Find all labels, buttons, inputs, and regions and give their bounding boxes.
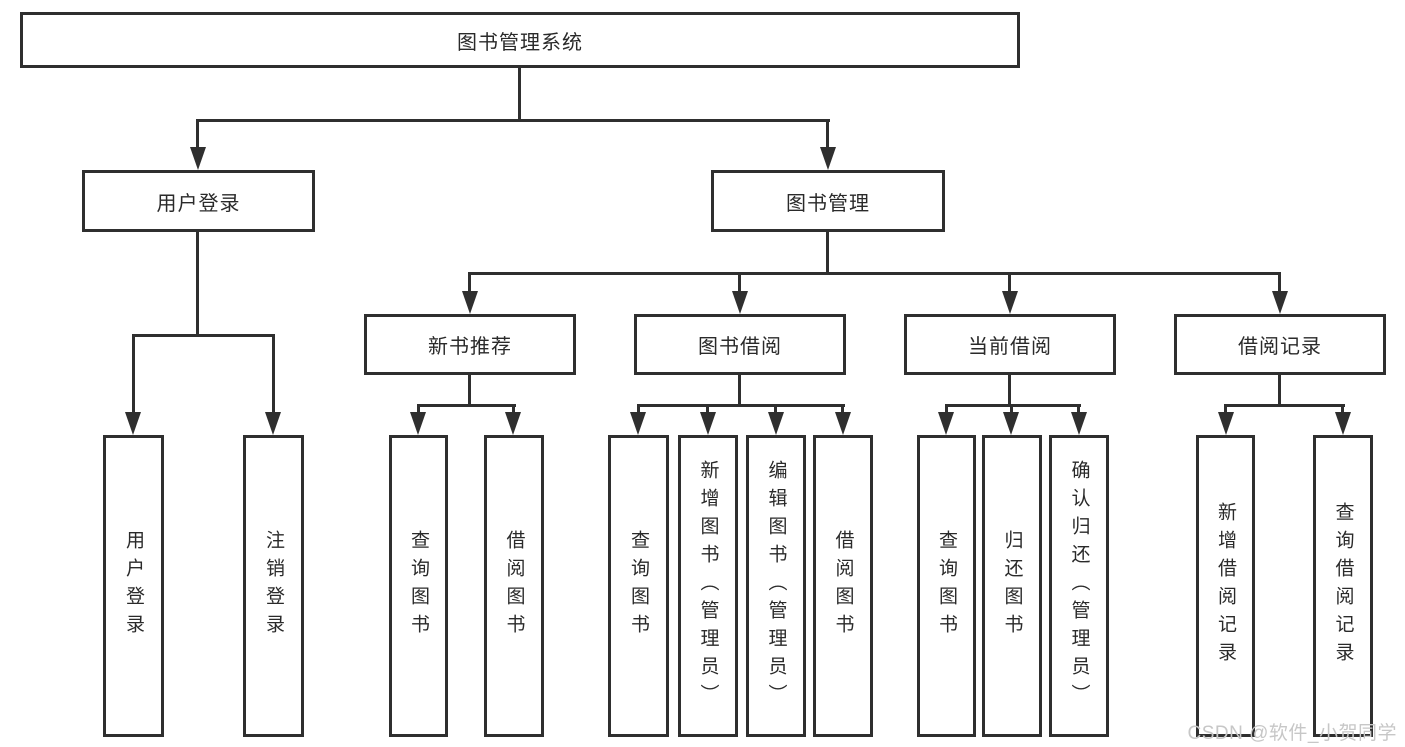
connector-line <box>637 404 640 414</box>
leaf-edit-book-admin: 编辑图书（管理员） <box>746 435 806 737</box>
connector-line <box>468 375 471 407</box>
connector-line <box>706 404 709 414</box>
node-user-login: 用户登录 <box>82 170 315 232</box>
connector-line <box>272 334 275 414</box>
connector-line <box>841 404 844 414</box>
arrow-down-icon <box>768 412 784 435</box>
node-new-book-recommend-label: 新书推荐 <box>428 336 512 358</box>
node-book-borrow-label: 图书借阅 <box>698 336 782 358</box>
leaf-query-books-3: 查询图书 <box>917 435 976 737</box>
node-user-login-label: 用户登录 <box>156 192 241 215</box>
arrow-down-icon <box>732 291 748 314</box>
arrow-down-icon <box>265 412 281 435</box>
connector-line <box>945 404 948 414</box>
connector-line <box>132 334 135 414</box>
leaf-borrow-books-1-label: 借阅图书 <box>503 530 525 642</box>
leaf-user-login-label: 用户登录 <box>123 530 144 642</box>
leaf-query-books-2: 查询图书 <box>608 435 669 737</box>
connector-line <box>518 68 521 122</box>
connector-line <box>826 232 829 274</box>
node-borrow-records-label: 借阅记录 <box>1238 336 1322 358</box>
leaf-add-borrow-record-label: 新增借阅记录 <box>1215 502 1236 670</box>
connector-line <box>945 404 1081 407</box>
connector-line <box>738 375 741 407</box>
arrow-down-icon <box>1218 412 1234 435</box>
arrow-down-icon <box>1071 412 1087 435</box>
connector-line <box>132 334 275 337</box>
connector-line <box>417 404 516 407</box>
node-book-management: 图书管理 <box>711 170 945 232</box>
leaf-edit-book-admin-label: 编辑图书（管理员） <box>765 460 787 712</box>
arrow-down-icon <box>820 147 836 170</box>
node-root-label: 图书管理系统 <box>457 31 583 54</box>
connector-line <box>637 404 845 407</box>
connector-line <box>1278 272 1281 293</box>
connector-line <box>1224 404 1227 414</box>
node-root: 图书管理系统 <box>20 12 1020 68</box>
arrow-down-icon <box>1335 412 1351 435</box>
leaf-query-books-2-label: 查询图书 <box>628 530 649 642</box>
leaf-logout: 注销登录 <box>243 435 304 737</box>
connector-line <box>196 119 830 122</box>
connector-line <box>468 272 471 293</box>
leaf-add-book-admin-label: 新增图书（管理员） <box>697 460 719 712</box>
arrow-down-icon <box>462 291 478 314</box>
leaf-confirm-return-admin: 确认归还（管理员） <box>1049 435 1109 737</box>
connector-line <box>1008 375 1011 407</box>
leaf-borrow-books-2-label: 借阅图书 <box>832 530 854 642</box>
connector-line <box>1278 375 1281 407</box>
arrow-down-icon <box>190 147 206 170</box>
connector-line <box>1341 404 1344 414</box>
leaf-query-books-3-label: 查询图书 <box>936 530 957 642</box>
arrow-down-icon <box>1272 291 1288 314</box>
node-book-borrow: 图书借阅 <box>634 314 846 375</box>
arrow-down-icon <box>835 412 851 435</box>
leaf-add-book-admin: 新增图书（管理员） <box>678 435 738 737</box>
node-borrow-records: 借阅记录 <box>1174 314 1386 375</box>
leaf-query-books-1-label: 查询图书 <box>408 530 429 642</box>
leaf-query-borrow-record: 查询借阅记录 <box>1313 435 1373 737</box>
arrow-down-icon <box>630 412 646 435</box>
node-book-management-label: 图书管理 <box>786 192 870 215</box>
connector-line <box>774 404 777 414</box>
leaf-borrow-books-2: 借阅图书 <box>813 435 873 737</box>
connector-line <box>826 119 829 150</box>
connector-line <box>738 272 741 293</box>
leaf-logout-label: 注销登录 <box>263 530 284 642</box>
leaf-return-book: 归还图书 <box>982 435 1042 737</box>
connector-line <box>196 119 199 150</box>
arrow-down-icon <box>125 412 141 435</box>
connector-line <box>196 232 199 336</box>
leaf-query-books-1: 查询图书 <box>389 435 448 737</box>
connector-line <box>1010 404 1013 414</box>
arrow-down-icon <box>1003 412 1019 435</box>
arrow-down-icon <box>410 412 426 435</box>
connector-line <box>1077 404 1080 414</box>
node-current-borrow: 当前借阅 <box>904 314 1116 375</box>
watermark: CSDN @软件_小贺同学 <box>1187 723 1397 744</box>
connector-line <box>417 404 420 414</box>
connector-line <box>1008 272 1011 293</box>
leaf-add-borrow-record: 新增借阅记录 <box>1196 435 1255 737</box>
leaf-confirm-return-admin-label: 确认归还（管理员） <box>1068 460 1090 712</box>
connector-line <box>468 272 1281 275</box>
connector-line <box>512 404 515 414</box>
leaf-query-borrow-record-label: 查询借阅记录 <box>1332 502 1354 670</box>
leaf-user-login: 用户登录 <box>103 435 164 737</box>
arrow-down-icon <box>1002 291 1018 314</box>
arrow-down-icon <box>700 412 716 435</box>
leaf-borrow-books-1: 借阅图书 <box>484 435 544 737</box>
arrow-down-icon <box>938 412 954 435</box>
node-current-borrow-label: 当前借阅 <box>968 336 1052 358</box>
node-new-book-recommend: 新书推荐 <box>364 314 576 375</box>
leaf-return-book-label: 归还图书 <box>1001 530 1023 642</box>
connector-line <box>1224 404 1345 407</box>
arrow-down-icon <box>505 412 521 435</box>
